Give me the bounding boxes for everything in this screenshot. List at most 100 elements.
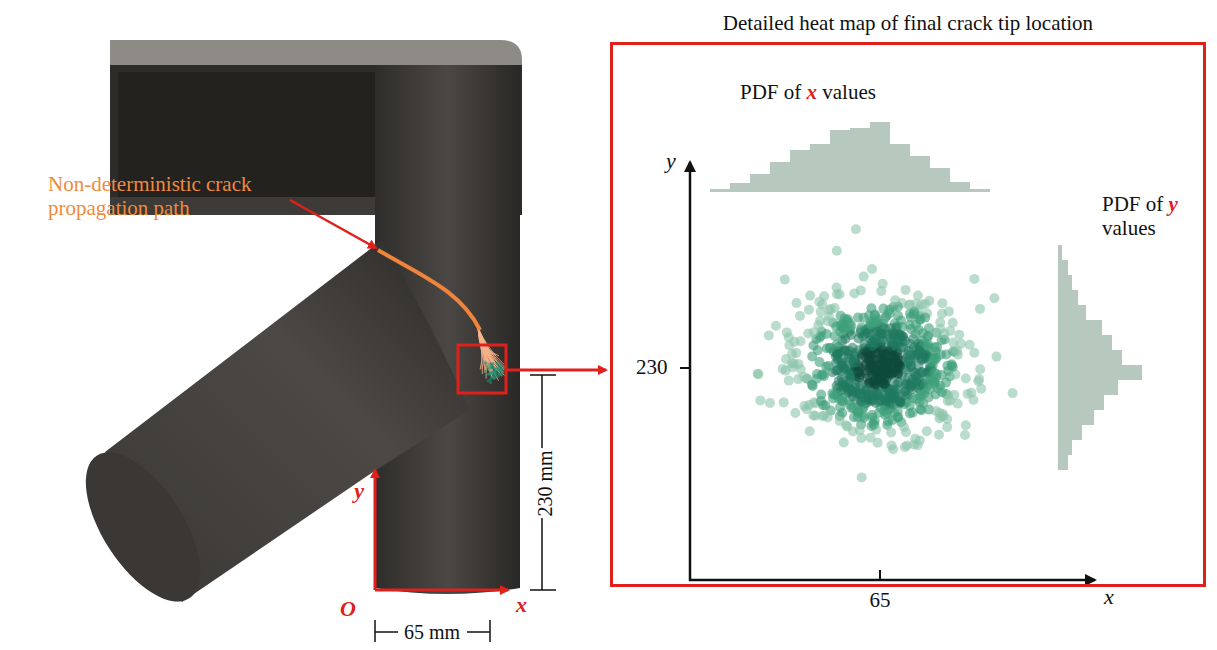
- scatter-point: [831, 322, 841, 332]
- scatter-point: [961, 374, 971, 384]
- scatter-point: [825, 343, 835, 353]
- scatter-point: [873, 376, 883, 386]
- callout-label: Non-deterministic crack propagation path: [48, 172, 298, 220]
- scatter-point: [859, 272, 869, 282]
- scatter-point: [937, 309, 947, 319]
- histogram-bar: [770, 162, 790, 192]
- crack-tip: [490, 370, 493, 373]
- scatter-point: [755, 395, 765, 405]
- scatter-point: [831, 390, 841, 400]
- tick-label: 65: [870, 588, 891, 612]
- scatter-point: [975, 304, 985, 314]
- scatter-point: [890, 355, 900, 365]
- label-word: of: [784, 80, 802, 104]
- histogram-label: PDF of x values: [740, 80, 876, 104]
- axis-label: x: [516, 592, 527, 617]
- scatter-point: [819, 371, 829, 381]
- crack-tip: [490, 362, 493, 365]
- crack-tip: [491, 362, 494, 365]
- scatter-point: [805, 291, 815, 301]
- scatter-point: [891, 323, 901, 333]
- leader-arrow: [290, 200, 376, 248]
- scatter-points: [753, 224, 1018, 482]
- crack-tip: [488, 367, 491, 370]
- scatter-point: [847, 403, 857, 413]
- scatter-point: [900, 336, 910, 346]
- histogram-bar: [1058, 410, 1094, 425]
- scatter-point: [915, 380, 925, 390]
- heatmap-panel: Detailed heat map of final crack tip loc…: [610, 42, 1206, 587]
- scatter-point: [824, 312, 834, 322]
- axis-label: x: [1104, 584, 1114, 609]
- y-histogram: [1058, 245, 1142, 470]
- crack-branch: [478, 328, 502, 376]
- scatter-point: [805, 426, 815, 436]
- histogram-bar: [1058, 395, 1104, 410]
- crack-path: [378, 250, 480, 330]
- crack-tip: [491, 363, 494, 366]
- scatter-point: [911, 394, 921, 404]
- histogram-label: PDF of y values: [1102, 192, 1202, 240]
- axis-label: O: [340, 596, 356, 621]
- scatter-point: [886, 427, 896, 437]
- scatter-point: [896, 397, 906, 407]
- crack-tip: [495, 361, 498, 364]
- scatter-point: [856, 433, 866, 443]
- scatter-point: [870, 310, 880, 320]
- scatter-point: [839, 346, 849, 356]
- scatter-point: [893, 412, 903, 422]
- crack-tip: [487, 379, 490, 382]
- scatter-point: [804, 305, 814, 315]
- histogram-bar: [850, 128, 870, 192]
- scatter-point: [765, 398, 775, 408]
- scatter-point: [823, 413, 833, 423]
- scatter-point: [913, 291, 923, 301]
- scatter-point: [839, 438, 849, 448]
- histogram-bar: [810, 144, 830, 192]
- dimension-lines: [375, 375, 556, 642]
- crack-tip: [485, 361, 488, 364]
- scatter-point: [808, 381, 818, 391]
- histogram-bar: [910, 156, 930, 192]
- crack-tip: [489, 381, 492, 384]
- scatter-point: [931, 355, 941, 365]
- histogram-bar: [1058, 380, 1118, 395]
- scatter-point: [934, 408, 944, 418]
- histogram-bar: [790, 150, 810, 192]
- scatter-point: [943, 396, 953, 406]
- scatter-point: [905, 409, 915, 419]
- scatter-point: [782, 327, 792, 337]
- scatter-point: [917, 354, 927, 364]
- scatter-point: [846, 330, 856, 340]
- scatter-point: [890, 295, 900, 305]
- tick-label: 230: [636, 355, 668, 379]
- scatter-point: [790, 408, 800, 418]
- label-word: PDF: [1102, 192, 1141, 216]
- scatter-point: [866, 421, 876, 431]
- label-word: values: [822, 80, 876, 104]
- scatter-point: [902, 441, 912, 451]
- crack-tip: [499, 364, 502, 367]
- scatter-point: [796, 336, 806, 346]
- scatter-point: [857, 472, 867, 482]
- scatter-point: [853, 313, 863, 323]
- label-word: of: [1146, 192, 1164, 216]
- scatter-point: [865, 334, 875, 344]
- crack-paths: [478, 328, 508, 384]
- scatter-point: [779, 397, 789, 407]
- scatter-point: [935, 324, 945, 334]
- scatter-point: [960, 430, 970, 440]
- zoom-arrow: [508, 369, 606, 372]
- crack-tip: [489, 371, 492, 374]
- scatter-point: [969, 274, 979, 284]
- scatter-point: [856, 285, 866, 295]
- crack-branch: [478, 328, 498, 372]
- scatter-point: [954, 330, 964, 340]
- scatter-point: [910, 369, 920, 379]
- scatter-point: [753, 369, 763, 379]
- axis-x: [375, 589, 508, 592]
- scatter-point: [863, 374, 873, 384]
- tick: [879, 570, 881, 580]
- histogram-bar: [1058, 260, 1068, 275]
